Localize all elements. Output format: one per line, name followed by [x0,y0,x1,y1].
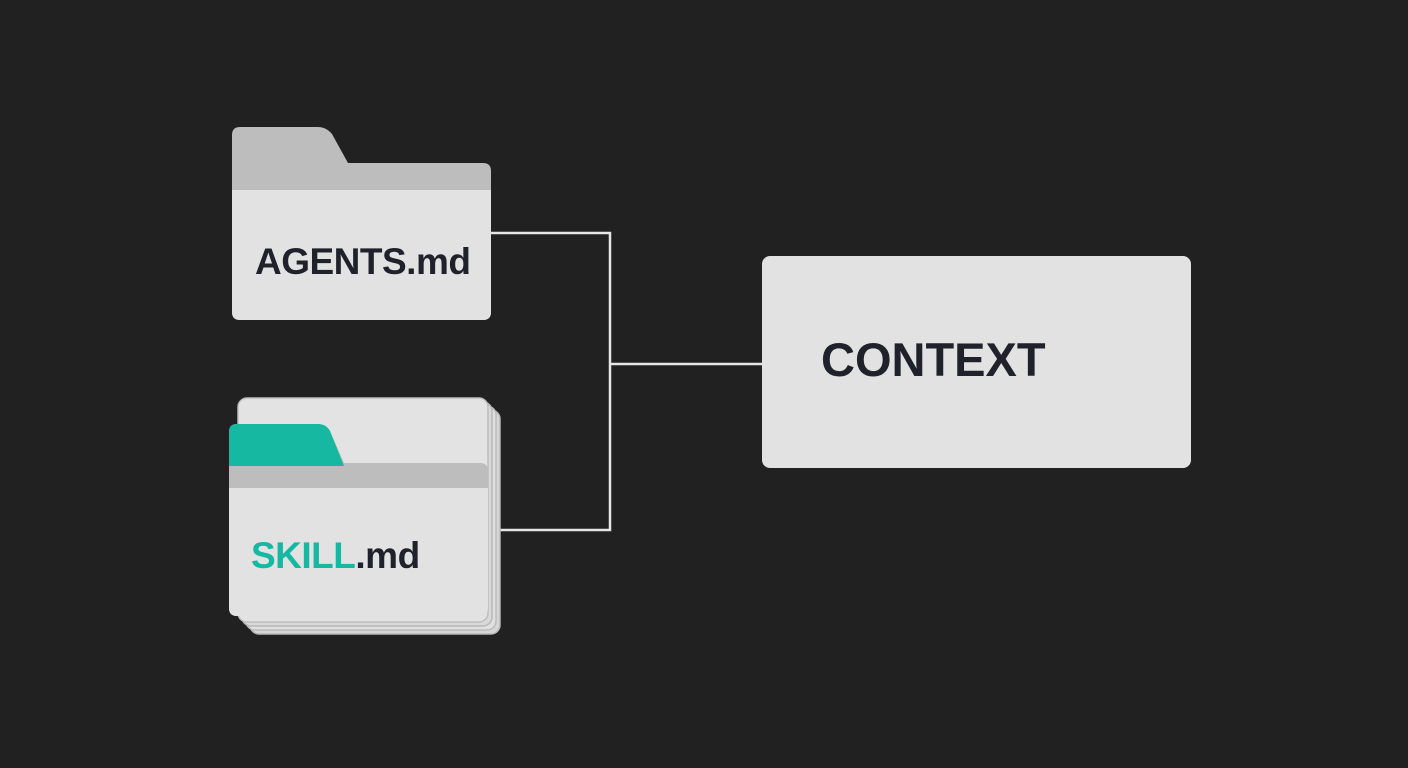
connectors [491,231,764,532]
folder-accent-tab [229,424,344,466]
context-box [762,256,1191,468]
skill-file-label: SKILL.md [251,537,420,574]
context-label: CONTEXT [821,333,1046,386]
stacked-folders-icon [229,397,501,635]
connector-agents [491,231,612,532]
folder-body [229,488,488,616]
skill-label-accent: SKILL [251,535,356,576]
folder-icon [232,127,491,320]
agents-file-label: AGENTS.md [255,241,471,282]
skill-label-rest: .md [355,535,420,576]
